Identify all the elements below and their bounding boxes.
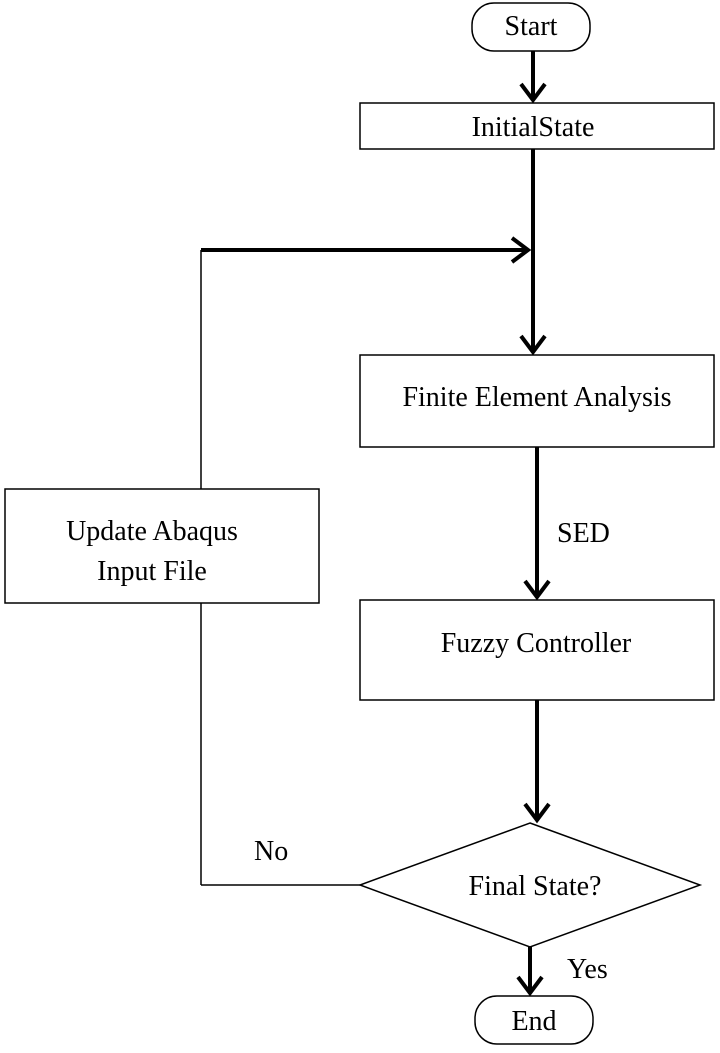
arrowhead-decision-to-end <box>516 975 544 997</box>
update-abaqus-label-line2: Input File <box>97 556 207 587</box>
end-label: End <box>511 1006 556 1037</box>
arrowhead-fuzzy-to-decision <box>523 802 551 824</box>
arrowhead-initial-to-fea <box>519 334 547 356</box>
no-label: No <box>254 836 288 867</box>
fea-label: Finite Element Analysis <box>402 382 671 413</box>
final-state-decision-label: Final State? <box>469 871 602 902</box>
sed-label: SED <box>557 518 610 549</box>
end-node <box>474 995 594 1045</box>
start-label: Start <box>505 11 558 42</box>
arrowhead-fea-to-fuzzy <box>523 579 551 601</box>
yes-label: Yes <box>567 954 608 985</box>
initial-state-label: InitialState <box>472 112 595 143</box>
fuzzy-controller-node <box>359 599 715 701</box>
loop-back-arrowhead <box>510 236 532 264</box>
arrowhead-start-to-initial <box>519 82 547 104</box>
update-abaqus-node <box>4 488 320 604</box>
update-abaqus-label-line1: Update Abaqus <box>66 516 238 547</box>
fuzzy-controller-label: Fuzzy Controller <box>441 628 632 659</box>
initial-state-node <box>359 102 715 150</box>
